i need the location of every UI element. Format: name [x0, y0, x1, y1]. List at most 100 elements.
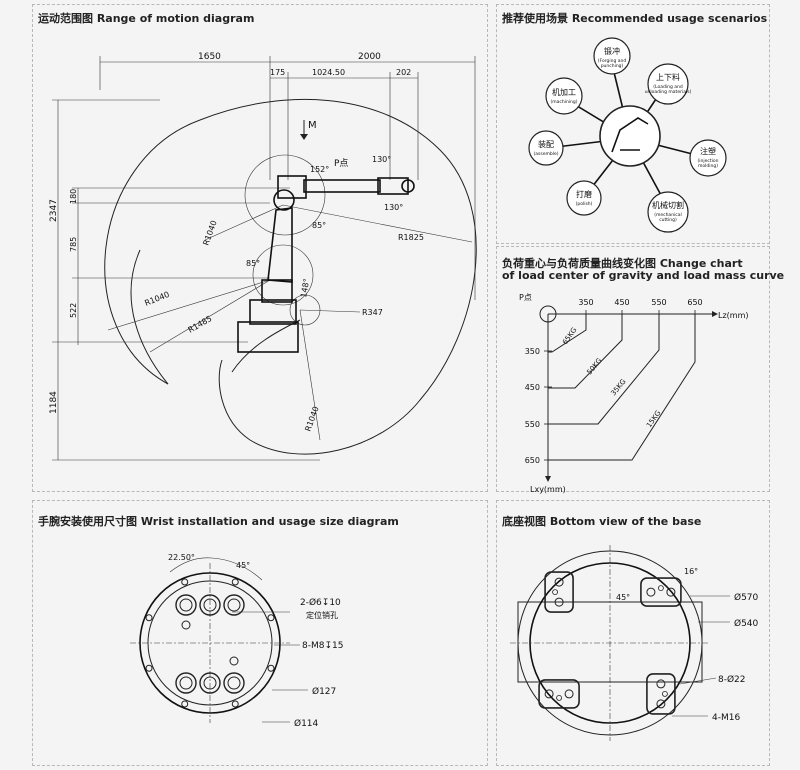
scenario-forging	[593, 37, 631, 75]
base-dia-570: Ø570	[734, 592, 759, 603]
dim-180: 180	[69, 189, 78, 204]
load-curve-2	[548, 314, 660, 425]
y-tick-350: 350	[525, 347, 540, 356]
scenario-machining	[545, 77, 583, 115]
y-tick-450: 450	[525, 383, 540, 392]
wrist-mount-hole-inner	[203, 676, 217, 690]
p-point-label-load: P点	[519, 293, 532, 302]
dim-785: 785	[69, 237, 78, 252]
m-label: M	[308, 120, 317, 131]
wrist-bolt-hole	[145, 664, 153, 672]
scenario-assemble-cn: 装配	[538, 139, 554, 149]
base-pad	[538, 679, 580, 709]
scenario-injection-en2: molding)	[698, 163, 718, 169]
radius-r1040-left: R1040	[143, 290, 170, 308]
wrist-bolt-hole	[181, 700, 189, 708]
wrist-bolt-hole	[231, 700, 239, 708]
wrist-bolt-hole	[267, 614, 275, 622]
scenario-center-robot-icon	[599, 105, 661, 167]
angle-130-top: 130°	[372, 155, 391, 164]
wrist-angle-45: 45°	[236, 561, 250, 570]
dim-202: 202	[396, 68, 411, 77]
wrist-mount-hole	[199, 594, 221, 616]
scenario-cutting-en1: (mechanical	[654, 212, 682, 218]
base-pad	[544, 571, 574, 613]
x-tick-550: 550	[651, 298, 666, 307]
wrist-m8-label: 8-M8↧15	[302, 641, 343, 651]
wrist-mount-hole-inner	[227, 676, 241, 690]
base-dia-540: Ø540	[734, 618, 759, 629]
scenario-forging-en1: (Forging and	[598, 58, 627, 64]
load-curve-1	[548, 314, 623, 389]
y-tick-650: 650	[525, 456, 540, 465]
scenario-polish-cn: 打磨	[576, 189, 592, 199]
load-curve-label-2: 35KG	[609, 378, 627, 398]
angle-130-bottom: 130°	[384, 203, 403, 212]
radius-r1825: R1825	[398, 233, 424, 242]
scenario-polish-en1: (polish)	[576, 201, 593, 207]
scenario-machining-cn: 机加工	[552, 87, 576, 97]
angle-85-upper: 85°	[312, 221, 326, 230]
wrist-mount-hole-inner	[179, 598, 193, 612]
motion-title: 运动范围图 Range of motion diagram	[38, 12, 255, 25]
scenario-cutting-en2: cutting)	[659, 217, 677, 223]
wrist-dia-127: Ø127	[312, 686, 336, 697]
scenario-injection	[689, 139, 727, 177]
scenario-assemble	[528, 130, 564, 166]
robot-side-view	[237, 175, 415, 353]
base-pad	[640, 577, 682, 607]
base-threads: 4-M16	[712, 713, 740, 723]
base-angle-16: 16°	[684, 567, 698, 576]
scenario-polish	[566, 180, 602, 216]
wrist-diagram: 22.50° 45° 2-Ø6↧10 定位销孔 8-M8↧15 Ø127 Ø11…	[130, 553, 343, 729]
wrist-pin-label: 2-Ø6↧10	[300, 597, 341, 608]
load-title-line2: of load center of gravity and load mass …	[502, 269, 785, 282]
wrist-bolt-hole	[145, 614, 153, 622]
wrist-mount-hole-inner	[227, 598, 241, 612]
dim-1650: 1650	[198, 52, 221, 62]
radius-r1040-upper: R1040	[201, 219, 218, 246]
radius-r347: R347	[362, 308, 383, 317]
dim-522: 522	[69, 303, 78, 318]
scenario-assemble-en1: (assemble)	[534, 151, 559, 157]
scenario-forging-en2: punching)	[601, 63, 624, 69]
wrist-pin-hole	[181, 620, 191, 630]
wrist-bolt-hole	[181, 578, 189, 586]
wrist-pin-label-cn: 定位销孔	[306, 610, 338, 620]
wrist-mount-hole	[175, 672, 197, 694]
wrist-mount-hole	[199, 672, 221, 694]
scenario-injection-cn: 注塑	[700, 146, 716, 156]
load-curve-label-1: 50KG	[585, 357, 603, 377]
wrist-mount-hole-inner	[203, 598, 217, 612]
scenario-cutting-cn: 机械切割	[652, 200, 684, 210]
wrist-bolt-hole	[231, 578, 239, 586]
scenario-injection-en1: (injection	[698, 158, 719, 164]
scenario-loading-en2: unloading materials)	[645, 89, 692, 95]
motion-diagram: 1650 2000 175 1024.50 202 2347 180 785 5…	[49, 52, 477, 461]
dim-1184: 1184	[49, 391, 59, 414]
base-title: 底座视图 Bottom view of the base	[502, 515, 702, 528]
base-angle-45: 45°	[616, 593, 630, 602]
motion-panel	[32, 4, 488, 492]
angle-85-lower: 85°	[246, 259, 260, 268]
scenarios-diagram: 锻冲 (Forging and punching) 上下料 (Loading a…	[528, 37, 727, 233]
y-axis-label: Lxy(mm)	[530, 485, 566, 494]
scenarios-title: 推荐使用场景 Recommended usage scenarios	[502, 12, 768, 25]
x-tick-650: 650	[687, 298, 702, 307]
base-panel	[496, 500, 770, 766]
scenario-loading-cn: 上下料	[656, 72, 680, 82]
p-point-label: P点	[334, 158, 348, 169]
y-tick-550: 550	[525, 420, 540, 429]
load-panel	[496, 246, 770, 492]
x-tick-450: 450	[614, 298, 629, 307]
scenario-forging-cn: 锻冲	[604, 46, 620, 56]
wrist-bolt-hole	[267, 664, 275, 672]
scenario-loading-en1: (Loading and	[653, 84, 683, 90]
wrist-panel	[32, 500, 488, 766]
radius-r1485: R1485	[187, 314, 214, 335]
base-holes: 8-Ø22	[718, 674, 746, 685]
dim-2347: 2347	[49, 199, 59, 222]
scenario-machining-en1: (machining)	[550, 99, 577, 105]
dim-2000: 2000	[358, 52, 381, 62]
